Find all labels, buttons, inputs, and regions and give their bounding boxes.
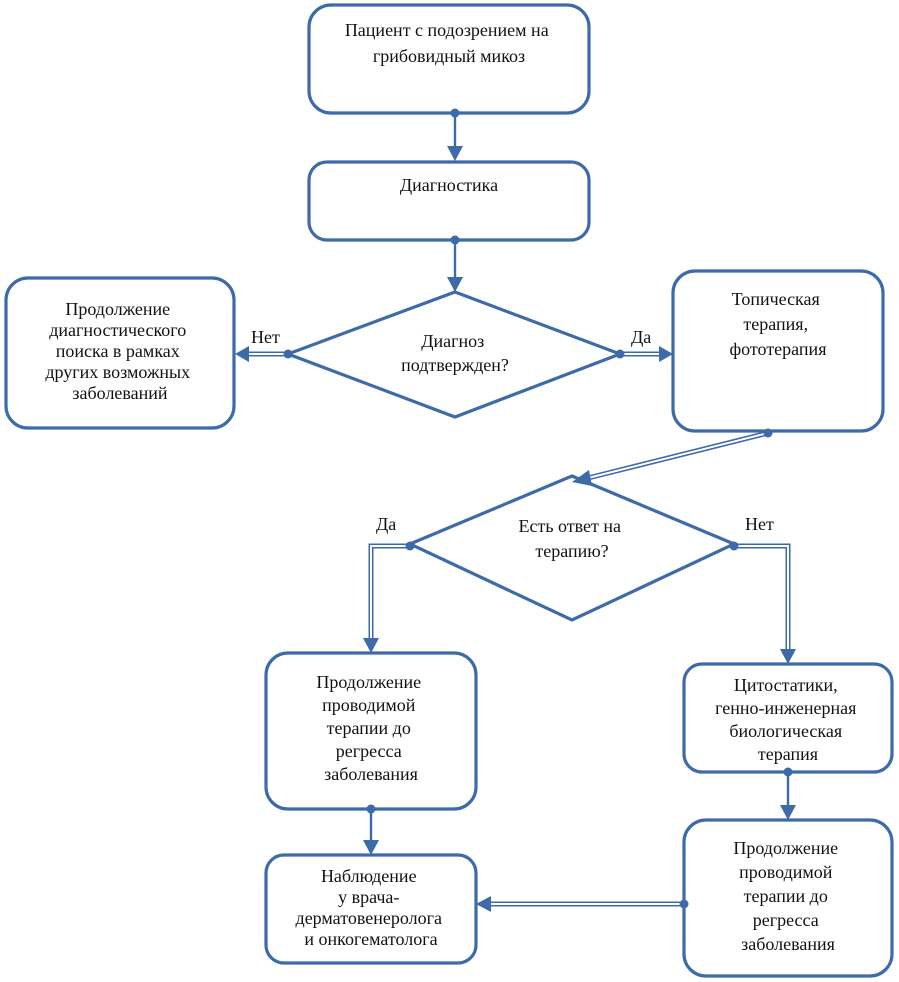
- edge-label-yes-2: Да: [376, 514, 396, 534]
- node-continue-search-line-5: заболеваний: [72, 383, 168, 403]
- node-diagnosis-confirmed-line-1: Диагноз: [421, 331, 484, 351]
- svg-text:Наблюдение у врача-: Наблюдение у врача- дерматовенеролога и …: [296, 866, 447, 949]
- node-cytostatics-line-1: Цитостатики,: [734, 675, 838, 695]
- svg-text:Цитостатики, генно-инжен: Цитостатики, генно-инженерная биологичес…: [715, 675, 861, 764]
- node-continue-therapy-right-line-2: проводимой: [739, 862, 833, 882]
- node-diagnosis-confirmed-line-2: подтвержден?: [401, 355, 509, 375]
- node-observation-line-1: Наблюдение: [321, 866, 417, 886]
- node-cytostatics-line-4: терапия: [758, 744, 818, 764]
- connector-start-to-diagnostics: [447, 108, 463, 161]
- svg-text:Продолжение проводимой: Продолжение проводимой терапии до регрес…: [733, 838, 842, 954]
- connector-yes-to-continue-left: [363, 541, 415, 653]
- edge-label-yes-1: Да: [631, 327, 651, 347]
- edge-label-no-2: Нет: [745, 514, 774, 534]
- node-continue-therapy-left-line-5: заболевания: [324, 764, 418, 784]
- node-diagnostics-line-1: Диагностика: [400, 175, 498, 195]
- node-start-line-1: Пациент с подозрением на: [345, 20, 549, 40]
- node-topical-therapy-line-3: фототерапия: [730, 339, 827, 359]
- node-continue-therapy-right-line-3: терапии до: [744, 886, 828, 906]
- node-continue-search-line-1: Продолжение: [65, 299, 170, 319]
- node-therapy-response-line-1: Есть ответ на: [518, 516, 621, 536]
- edge-label-no-1: Нет: [251, 327, 280, 347]
- node-observation-line-4: и онкогематолога: [304, 929, 437, 949]
- connector-diagnostics-to-diamond: [447, 235, 463, 292]
- node-therapy-response-line-2: терапию?: [535, 541, 608, 561]
- svg-text:Пациент с подозрением на: Пациент с подозрением на грибовидный мик…: [345, 20, 553, 66]
- node-start-line-2: грибовидный микоз: [373, 46, 525, 66]
- node-continue-search-line-2: диагностического: [49, 320, 186, 340]
- node-continue-therapy-left-line-2: проводимой: [322, 695, 416, 715]
- svg-text:Диагноз подтвержден?: Диагноз подтвержден?: [401, 331, 509, 375]
- node-continue-therapy-right-line-5: заболевания: [741, 934, 835, 954]
- node-topical-therapy-line-2: терапия,: [743, 314, 808, 334]
- node-therapy-response: Есть ответ на терапию?: [406, 474, 738, 622]
- node-continue-therapy-left: Продолжение проводимой терапии до регрес…: [264, 651, 478, 811]
- node-cytostatics-line-3: биологическая: [729, 721, 842, 741]
- connector-no-to-cytostatics: [729, 541, 796, 664]
- svg-text:Топическая терапия,: Топическая терапия, фототерапия: [730, 289, 827, 359]
- connector-continue-left-to-observation: [363, 804, 379, 855]
- node-diagnostics: Диагностика: [307, 160, 591, 242]
- connector-topical-to-response: [572, 428, 773, 486]
- connector-yes-to-topical: [615, 346, 673, 362]
- svg-text:Диагностика: Диагностика: [400, 175, 498, 195]
- node-continue-search-line-4: других возможных: [45, 362, 190, 382]
- node-observation: Наблюдение у врача- дерматовенеролога и …: [264, 853, 478, 965]
- node-continue-therapy-right-line-1: Продолжение: [733, 838, 838, 858]
- node-continue-therapy-left-line-4: регресса: [336, 741, 402, 761]
- node-diagnosis-confirmed: Диагноз подтвержден?: [283, 290, 625, 419]
- node-observation-line-3: дерматовенеролога: [296, 908, 442, 928]
- node-observation-line-2: у врача-: [338, 887, 399, 907]
- node-continue-therapy-right-line-4: регресса: [753, 910, 819, 930]
- node-continue-therapy-left-line-3: терапии до: [327, 718, 411, 738]
- node-continue-therapy-left-line-1: Продолжение: [316, 672, 421, 692]
- node-cytostatics: Цитостатики, генно-инженерная биологичес…: [682, 662, 894, 774]
- connector-no-to-search: [235, 346, 293, 362]
- svg-text:Продолжение диагностичес: Продолжение диагностического поиска в ра…: [45, 299, 194, 403]
- node-topical-therapy: Топическая терапия, фототерапия: [671, 269, 885, 433]
- svg-text:Продолжение проводимой: Продолжение проводимой терапии до регрес…: [316, 672, 425, 784]
- node-continue-therapy-right: Продолжение проводимой терапии до регрес…: [682, 818, 894, 978]
- connector-continue-right-to-observation: [476, 896, 689, 912]
- connector-cytostatics-to-continue-right: [780, 767, 796, 820]
- node-topical-therapy-line-1: Топическая: [732, 289, 820, 309]
- node-continue-search-line-3: поиска в рамках: [56, 341, 180, 361]
- svg-text:Есть ответ на терапию?: Есть ответ на терапию?: [518, 516, 625, 561]
- node-cytostatics-line-2: генно-инженерная: [715, 698, 856, 718]
- node-continue-search: Продолжение диагностического поиска в ра…: [4, 276, 236, 430]
- node-start: Пациент с подозрением на грибовидный мик…: [307, 3, 591, 115]
